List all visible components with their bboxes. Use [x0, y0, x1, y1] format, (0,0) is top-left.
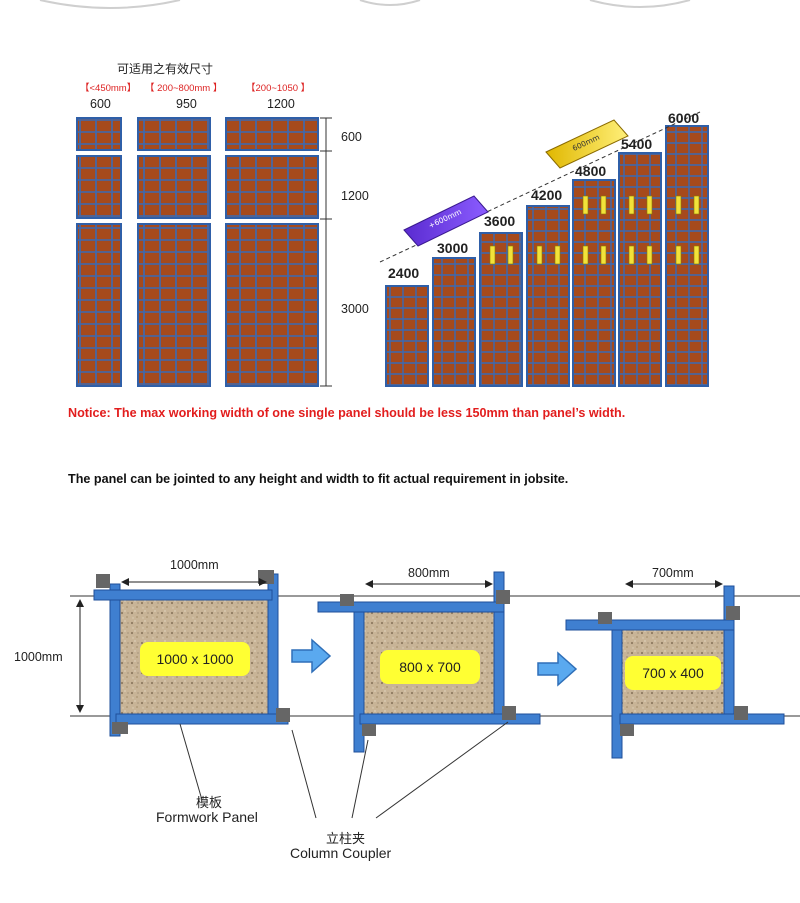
panel-illustration: +600mm 600mm	[76, 111, 709, 387]
formwork-panel	[137, 117, 211, 151]
stack-column	[618, 152, 662, 387]
purple-tag	[403, 195, 489, 247]
top-arc	[39, 0, 181, 9]
formwork-label-en: Formwork Panel	[156, 809, 258, 825]
width-dimension-label: 1000mm	[170, 558, 219, 572]
width-dimension-label: 700mm	[652, 566, 694, 580]
panel-size-grid	[76, 117, 332, 387]
column-coupler	[112, 722, 128, 734]
size-label: 700 x 400	[642, 665, 704, 681]
steel-panel	[359, 713, 541, 725]
column-coupler	[340, 594, 354, 606]
column-coupler	[734, 706, 748, 720]
leader-line	[351, 739, 369, 819]
column-coupler	[598, 612, 612, 624]
top-decoration	[39, 0, 691, 9]
steel-panel	[619, 713, 785, 725]
size-label-box	[625, 656, 721, 690]
size-label-box	[140, 642, 250, 676]
formwork-panel	[76, 223, 122, 387]
column-700x400	[565, 580, 785, 759]
leader-line	[179, 723, 203, 801]
steel-panel	[565, 619, 735, 631]
stack-column	[385, 285, 429, 387]
stack-value: 3600	[484, 213, 516, 229]
coupler-label-en: Column Coupler	[290, 845, 392, 861]
steel-panel	[611, 621, 623, 759]
top-arc	[589, 0, 691, 8]
formwork-panel	[76, 155, 122, 219]
size-label: 800 x 700	[399, 659, 461, 675]
height-label: 1200	[341, 189, 369, 203]
column-coupler	[276, 708, 290, 722]
steel-panel	[93, 589, 273, 601]
stack-height-illustration: +600mm 600mm	[379, 111, 709, 387]
size-label-box	[380, 650, 480, 684]
column-coupler	[620, 724, 634, 736]
formwork-panel	[137, 155, 211, 219]
stack-value: 4200	[531, 187, 563, 203]
stack-column	[479, 232, 523, 387]
column-800x700	[317, 571, 541, 753]
column-coupler	[496, 590, 510, 604]
range-label: 【<450mm】	[80, 83, 137, 94]
coupler-label-cn: 立柱夹	[326, 832, 366, 847]
size-caption: 可适用之有效尺寸	[116, 62, 213, 76]
formwork-label-cn: 模板	[196, 796, 223, 811]
stack-column	[526, 205, 570, 387]
steel-panel	[317, 601, 505, 613]
column-coupler	[502, 706, 516, 720]
range-label: 【200~1050 】	[246, 83, 311, 94]
stack-column	[432, 257, 476, 387]
column-coupler	[362, 724, 376, 736]
top-arc	[359, 0, 421, 6]
column-coupler	[96, 574, 110, 588]
width-label: 600	[90, 97, 111, 111]
stack-value: 3000	[437, 240, 469, 256]
column-coupler	[726, 606, 740, 620]
stack-value: 2400	[388, 265, 420, 281]
stack-column	[572, 179, 616, 387]
next-arrow	[537, 651, 578, 687]
width-dimension-label: 800mm	[408, 566, 450, 580]
height-dimension-label: 1000mm	[14, 650, 63, 664]
height-label: 3000	[341, 302, 369, 316]
leader-line	[291, 729, 317, 819]
width-label: 950	[176, 97, 197, 111]
height-label: 600	[341, 130, 362, 144]
formwork-panel	[225, 155, 319, 219]
gold-tag	[545, 119, 629, 169]
jointed-text: The panel can be jointed to any height a…	[68, 472, 569, 486]
size-label: 1000 x 1000	[156, 651, 234, 667]
formwork-panel	[225, 223, 319, 387]
width-label: 1200	[267, 97, 295, 111]
formwork-panel	[225, 117, 319, 151]
formwork-panel	[137, 223, 211, 387]
stack-value: 6000	[668, 110, 700, 126]
next-arrow	[291, 638, 332, 674]
steel-panel	[109, 583, 121, 737]
notice-text: Notice: The max working width of one sin…	[68, 406, 626, 420]
leader-line	[375, 721, 509, 819]
column-1000x1000	[76, 570, 290, 737]
stack-value: 5400	[621, 136, 653, 152]
formwork-panel	[76, 117, 122, 151]
stack-value: 4800	[575, 163, 607, 179]
steel-panel	[115, 713, 289, 725]
stack-column	[665, 125, 709, 387]
range-label: 【 200~800mm 】	[145, 83, 223, 94]
